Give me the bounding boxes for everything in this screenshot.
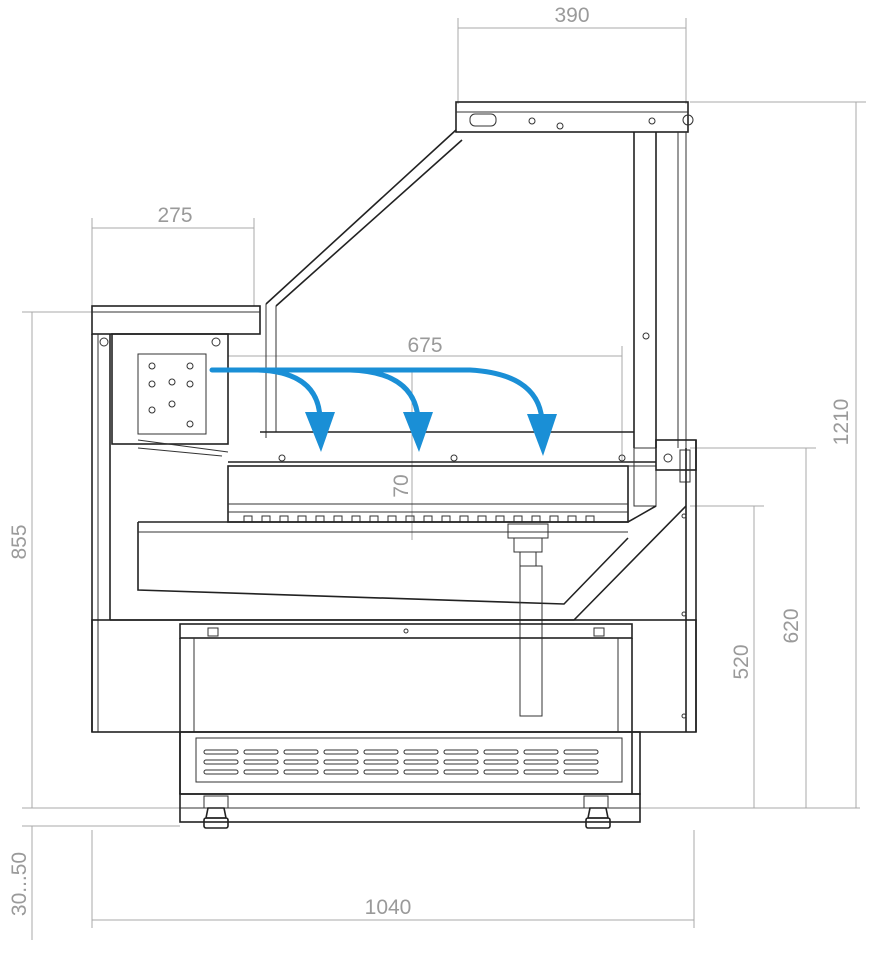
dim-inner-height: 520 (730, 644, 753, 679)
ventilation-grille (203, 749, 599, 775)
dim-feet-adjust: 30...50 (8, 852, 31, 916)
dim-shelf-gap: 70 (390, 474, 413, 497)
airflow-arrow-2 (255, 367, 421, 421)
airflow-arrows (209, 367, 557, 456)
evaporator-fins (243, 515, 595, 523)
dim-total-width: 1040 (365, 896, 412, 919)
dim-total-height-right: 1210 (830, 399, 853, 446)
airflow-arrowhead-3 (527, 414, 557, 456)
airflow-arrowhead-2 (403, 412, 433, 452)
dim-counter-height: 620 (780, 608, 803, 643)
dim-shelf-depth: 675 (407, 334, 442, 357)
dim-total-height-left: 855 (8, 524, 31, 559)
base-and-feet (179, 793, 641, 829)
cabinet-body (91, 101, 697, 795)
dim-top-width: 390 (554, 4, 589, 27)
dim-top-left-depth: 275 (157, 204, 192, 227)
airflow-arrowhead-1 (305, 412, 335, 452)
airflow-arrow-3 (347, 367, 545, 423)
